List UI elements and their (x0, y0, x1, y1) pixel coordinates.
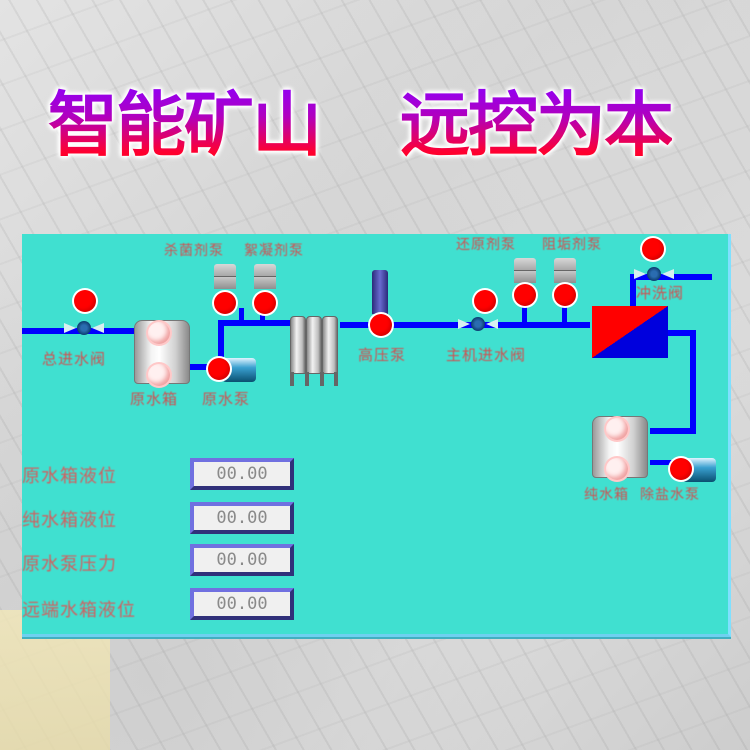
readout-label-remote-tank-level: 远端水箱液位 (22, 600, 136, 621)
readout-label-raw-pump-pressure: 原水泵压力 (22, 554, 117, 575)
pipe-dose2 (260, 308, 265, 322)
high-pressure-pump[interactable] (372, 270, 388, 314)
main-inlet-valve-indicator[interactable] (74, 290, 96, 312)
reductant-pump-label: 还原剂泵 (456, 237, 516, 253)
pipe-riser (218, 320, 224, 368)
flocculant-pump-indicator[interactable] (254, 292, 276, 314)
bactericide-pump[interactable] (212, 264, 238, 292)
pipe-dose3 (522, 306, 527, 324)
pipe-to-pure-tank (650, 428, 696, 434)
high-pressure-pump-label: 高压泵 (358, 346, 407, 364)
flocculant-pump[interactable] (252, 264, 278, 292)
readout-raw-pump-pressure: 00.00 (190, 544, 294, 576)
pure-tank-high-indicator (606, 418, 628, 440)
readout-remote-tank-level: 00.00 (190, 588, 294, 620)
raw-tank-low-indicator (148, 364, 170, 386)
pipe-down (690, 330, 696, 432)
raw-water-pump-indicator[interactable] (208, 358, 230, 380)
headline: 智能矿山 远控为本 (0, 80, 750, 170)
bactericide-pump-indicator[interactable] (214, 292, 236, 314)
raw-water-pump-label: 原水泵 (202, 390, 251, 408)
reductant-pump[interactable] (512, 258, 538, 286)
flush-valve-indicator[interactable] (642, 238, 664, 260)
pure-water-tank-label: 纯水箱 (584, 487, 629, 503)
flocculant-pump-label: 絮凝剂泵 (244, 243, 304, 259)
readout-pure-tank-level: 00.00 (190, 502, 294, 534)
pipe-tank-to-pump (190, 364, 216, 370)
reductant-pump-indicator[interactable] (514, 284, 536, 306)
antiscalant-pump-label: 阻垢剂泵 (542, 237, 602, 253)
pipe-dose1 (239, 308, 244, 322)
host-inlet-valve[interactable] (458, 314, 498, 336)
flush-valve[interactable] (634, 264, 674, 286)
flush-valve-label: 冲洗阀 (636, 284, 685, 302)
readout-label-pure-tank-level: 纯水箱液位 (22, 510, 117, 531)
pipe-ro-out (668, 330, 694, 336)
readout-raw-tank-level: 00.00 (190, 458, 294, 490)
pipe-dose4 (562, 306, 567, 324)
bactericide-pump-label: 杀菌剂泵 (164, 243, 224, 259)
raw-water-tank-label: 原水箱 (130, 390, 179, 408)
host-inlet-valve-indicator[interactable] (474, 290, 496, 312)
antiscalant-pump-indicator[interactable] (554, 284, 576, 306)
host-inlet-valve-label: 主机进水阀 (446, 346, 527, 364)
readout-list: 原水箱液位 00.00 纯水箱液位 00.00 原水泵压力 00.00 远端水箱… (22, 454, 322, 634)
ro-membrane-unit[interactable] (592, 306, 668, 358)
main-inlet-valve[interactable] (64, 318, 104, 340)
antiscalant-pump[interactable] (552, 258, 578, 286)
main-inlet-valve-label: 总进水阀 (42, 350, 107, 368)
high-pressure-pump-indicator[interactable] (370, 314, 392, 336)
pipe-flush-riser (630, 274, 636, 312)
headline-left: 智能矿山 (48, 80, 322, 170)
scada-panel: 总进水阀 原水箱 原水泵 杀菌剂泵 絮凝剂泵 高压泵 主机进水阀 还原剂泵 阻垢… (22, 234, 731, 637)
raw-tank-high-indicator (148, 322, 170, 344)
pure-tank-low-indicator (606, 458, 628, 480)
pipe-dosing-header (218, 320, 290, 326)
headline-right: 远控为本 (400, 80, 674, 170)
pipe-pure-to-pump (650, 460, 672, 465)
desalted-water-pump-indicator[interactable] (670, 458, 692, 480)
readout-label-raw-tank-level: 原水箱液位 (22, 466, 117, 487)
desalted-water-pump-label: 除盐水泵 (640, 487, 700, 503)
